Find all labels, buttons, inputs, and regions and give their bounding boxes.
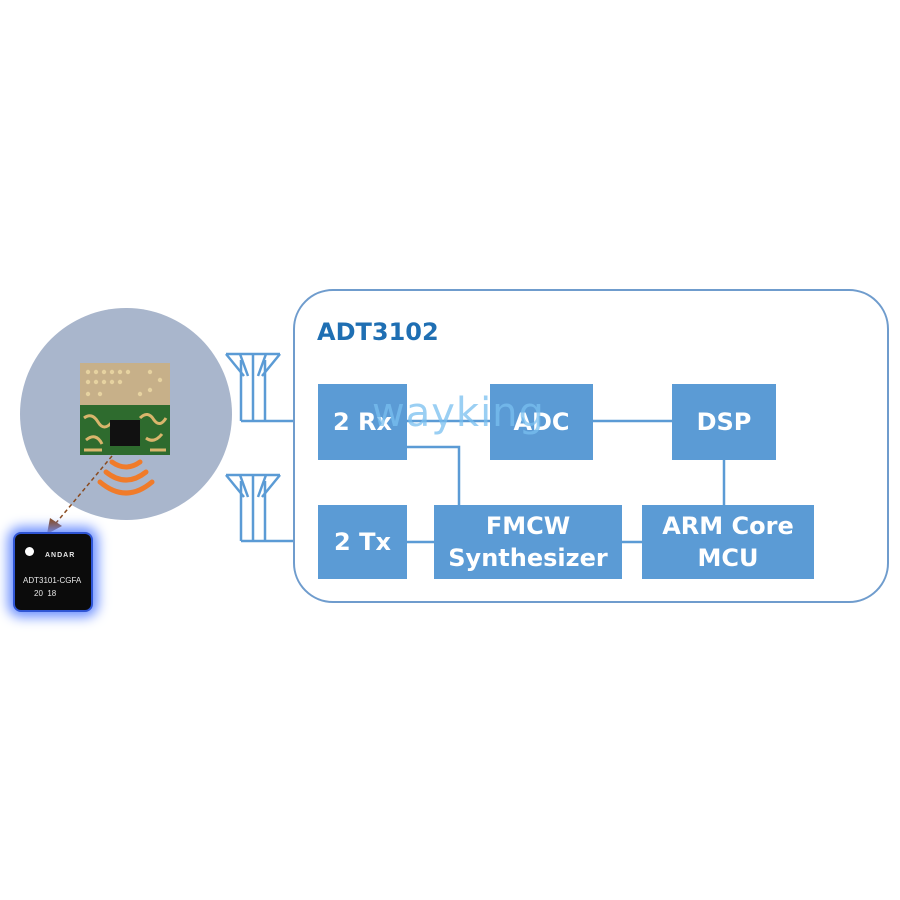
diagram-title: ADT3102	[317, 318, 439, 346]
chip-package: ANDAR ADT3101-CGFA 20 18	[13, 532, 93, 612]
rx-block: 2 Rx	[318, 384, 407, 460]
fmcw-synthesizer-block: FMCW Synthesizer	[434, 505, 622, 579]
fmcw-label-line2: Synthesizer	[448, 544, 608, 572]
fmcw-label-line1: FMCW	[485, 512, 571, 540]
pointer-arrow	[55, 455, 113, 524]
chip-part-number: ADT3101-CGFA	[23, 576, 82, 585]
radiation-waves-icon	[97, 459, 155, 496]
pin1-dot	[25, 547, 34, 556]
chip-brand: ANDAR	[45, 552, 76, 559]
wire-rx-fmcw	[407, 445, 461, 505]
watermark: wayking	[372, 390, 545, 436]
pcb-board-image	[80, 363, 170, 455]
arm-core-mcu-block: ARM Core MCU	[642, 505, 814, 579]
arm-label-line2: MCU	[697, 544, 759, 572]
chip-date-code: 20 18	[34, 589, 57, 598]
dsp-block: DSP	[672, 384, 776, 460]
arm-label-line1: ARM Core	[662, 512, 794, 540]
adc-block: ADC	[490, 384, 593, 460]
tx-block: 2 Tx	[318, 505, 407, 579]
